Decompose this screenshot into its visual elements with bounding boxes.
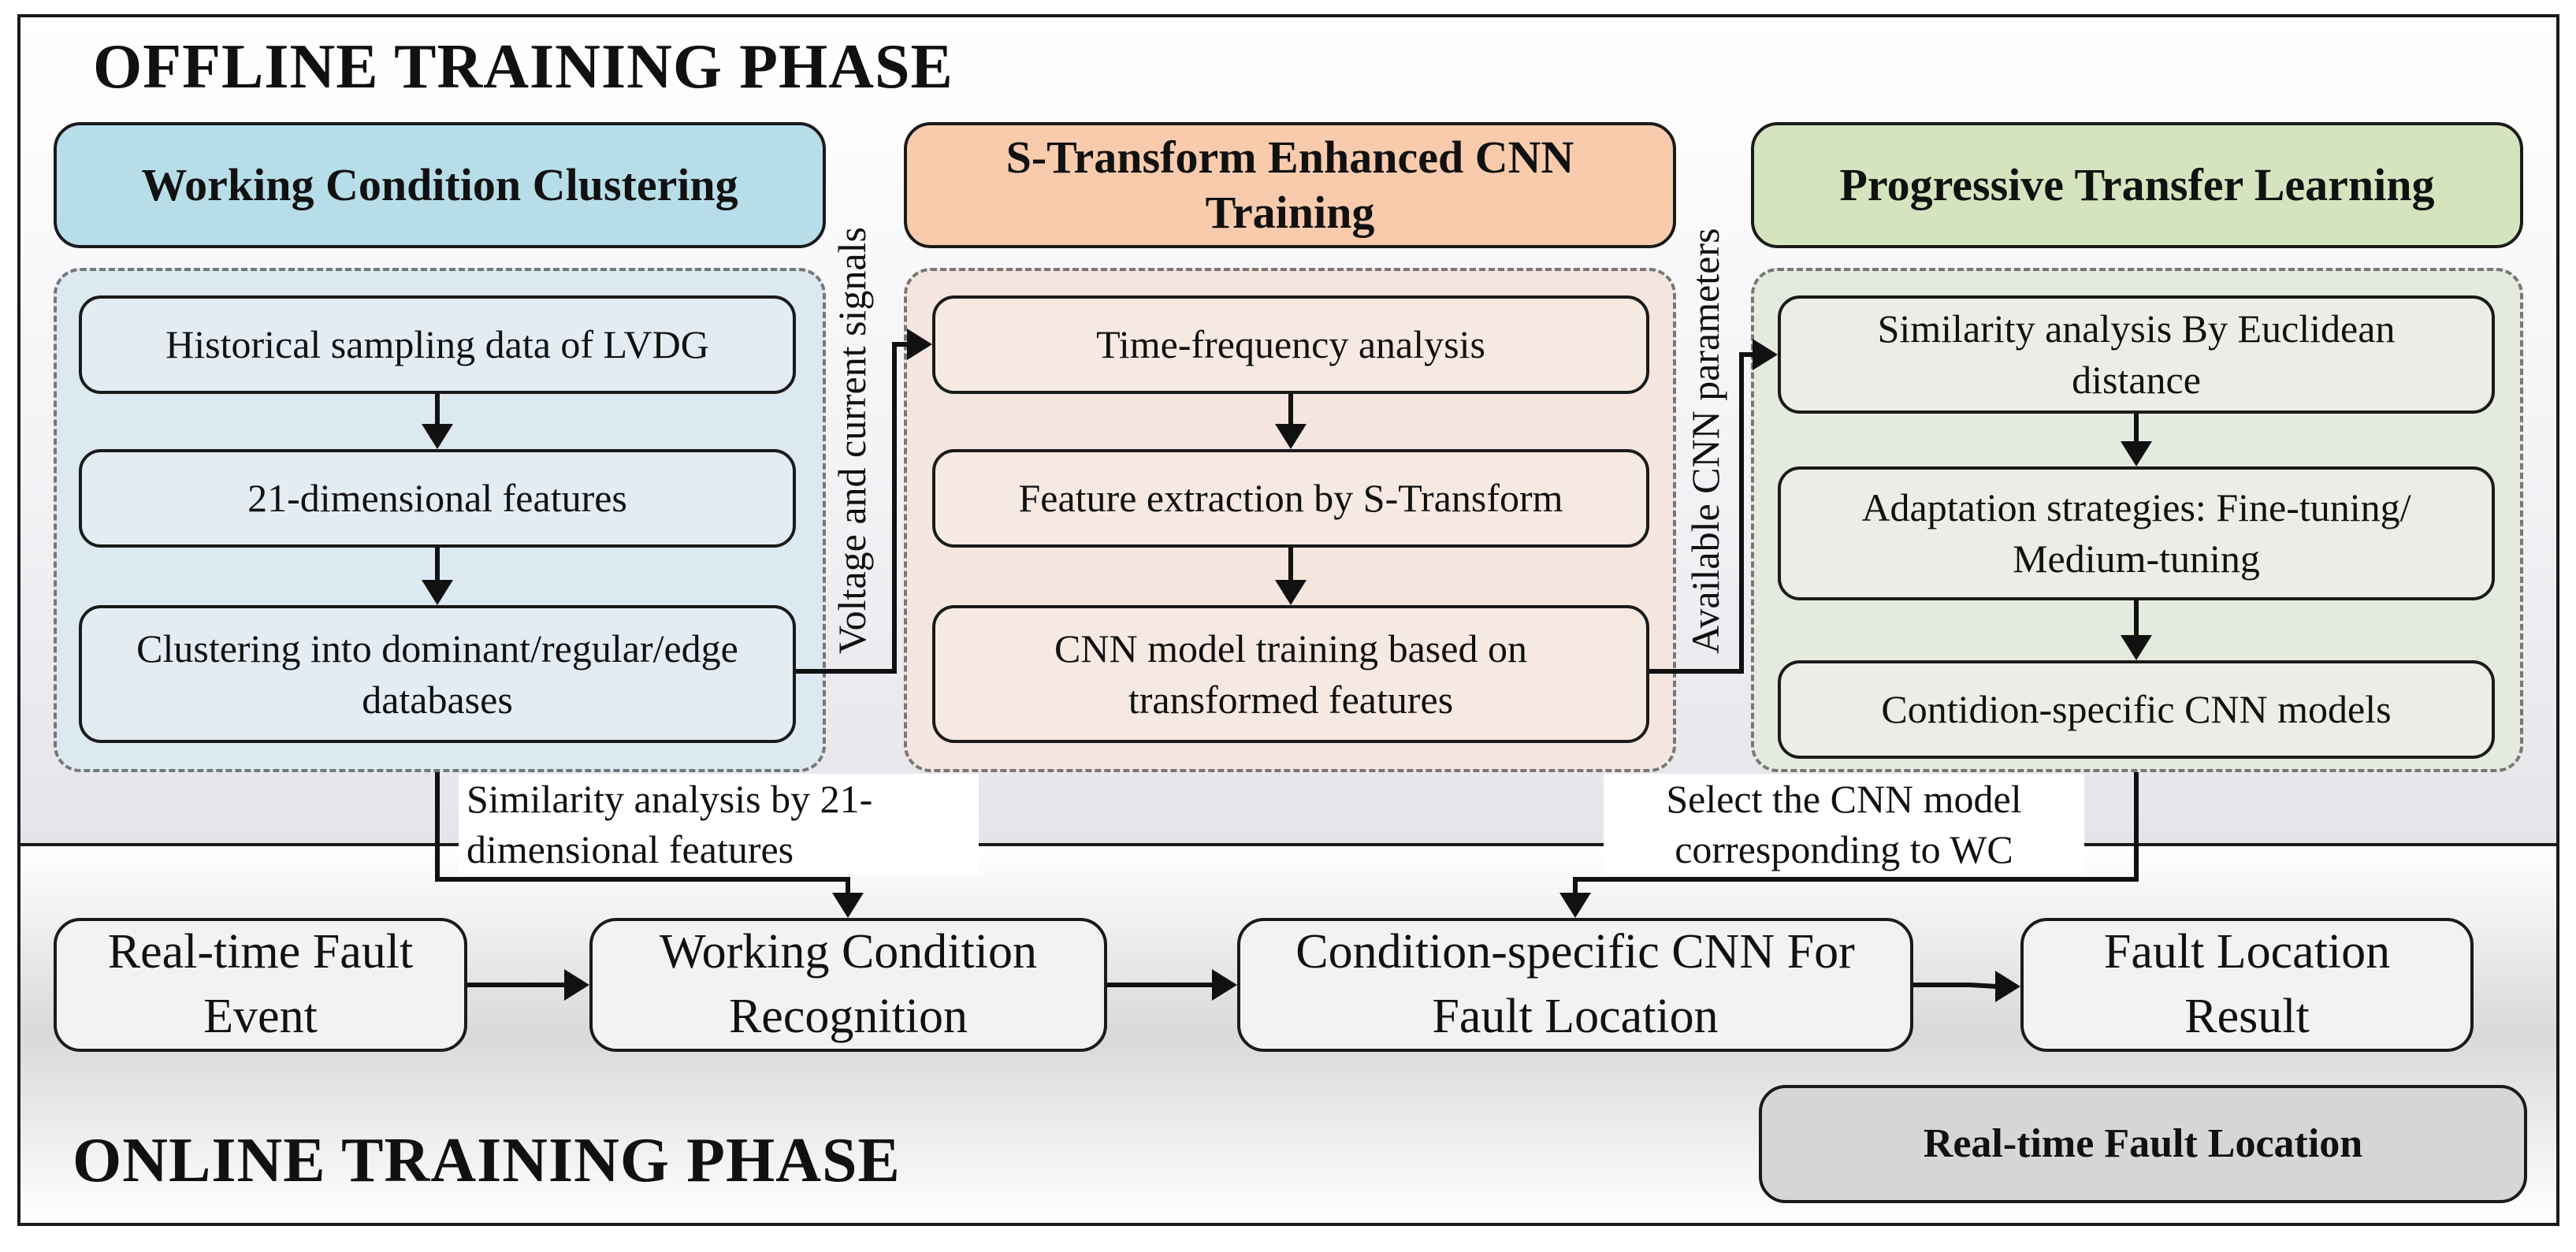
clustering-header-label: Working Condition Clustering (141, 159, 738, 211)
similarity-connector-text: Similarity analysis by 21-dimensional fe… (467, 777, 873, 871)
arrow-head (1559, 893, 1591, 918)
arrow-head (2121, 441, 2152, 466)
arrow-head (1275, 580, 1307, 605)
clustering-header: Working Condition Clustering (54, 122, 826, 248)
cnn-step-model-training: CNN model training based on transformed … (932, 605, 1649, 743)
arrow-head (832, 893, 864, 918)
select-connector-label: Select the CNN model corresponding to WC (1604, 774, 2084, 875)
step-label: Fault Location Result (2103, 925, 2391, 1043)
step-label: Working Condition Recognition (660, 925, 1037, 1043)
arrow-head (1753, 339, 1778, 370)
transfer-step-adaptation: Adaptation strategies: Fine-tuning/ Medi… (1778, 466, 2495, 600)
step-label: Feature extraction by S-Transform (1018, 476, 1563, 520)
step-label: 21-dimensional features (247, 476, 627, 520)
transfer-learning-header: Progressive Transfer Learning (1751, 122, 2523, 248)
step-label: Clustering into dominant/regular/edge da… (136, 626, 738, 722)
step-label: Contidion-specific CNN models (1881, 687, 2392, 731)
working-condition-recognition-box: Working Condition Recognition (589, 918, 1107, 1052)
cnn-training-header-label: S-Transform Enhanced CNN Training (1005, 132, 1574, 238)
signals-link-line (796, 342, 909, 674)
clustering-step-databases: Clustering into dominant/regular/edge da… (79, 605, 796, 743)
arrow-head (1275, 424, 1307, 449)
select-connector-text: Select the CNN model corresponding to WC (1666, 777, 2022, 871)
arrow-head (907, 329, 932, 360)
step-label: Historical sampling data of LVDG (165, 322, 709, 366)
arrow-head (422, 580, 453, 605)
fault-location-result-box: Fault Location Result (2020, 918, 2474, 1052)
select-connector-line (1573, 772, 2139, 894)
arrow-head (1995, 971, 2020, 1002)
step-label: Similarity analysis By Euclidean distanc… (1877, 306, 2396, 402)
legend-realtime-fault-location: Real-time Fault Location (1759, 1085, 2527, 1203)
step-label: Condition-specific CNN For Fault Locatio… (1295, 925, 1855, 1043)
cnn-step-time-frequency: Time-frequency analysis (932, 295, 1649, 394)
transfer-learning-header-label: Progressive Transfer Learning (1839, 159, 2435, 211)
online-phase-title: ONLINE TRAINING PHASE (72, 1126, 901, 1195)
arrow-head (422, 424, 453, 449)
parameters-link-line (1649, 352, 1754, 674)
cnn-step-feature-extraction: Feature extraction by S-Transform (932, 449, 1649, 548)
similarity-connector-line (435, 772, 850, 894)
transfer-step-similarity: Similarity analysis By Euclidean distanc… (1778, 295, 2495, 414)
arrow-head (564, 969, 589, 1001)
realtime-fault-event-box: Real-time Fault Event (54, 918, 467, 1052)
transfer-step-models: Contidion-specific CNN models (1778, 660, 2495, 759)
arrow-head (1212, 969, 1237, 1001)
phase-divider (17, 843, 2559, 846)
clustering-step-historical-data: Historical sampling data of LVDG (79, 295, 796, 394)
similarity-connector-label: Similarity analysis by 21-dimensional fe… (459, 774, 979, 875)
condition-specific-cnn-box: Condition-specific CNN For Fault Locatio… (1237, 918, 1913, 1052)
step-label: Time-frequency analysis (1096, 322, 1485, 366)
step-label: Adaptation strategies: Fine-tuning/ Medi… (1861, 485, 2411, 581)
arrow-head (2121, 635, 2152, 660)
step-label: Real-time Fault Event (107, 925, 414, 1043)
offline-phase-title: OFFLINE TRAINING PHASE (93, 32, 953, 102)
legend-label: Real-time Fault Location (1923, 1120, 2363, 1166)
clustering-step-features: 21-dimensional features (79, 449, 796, 548)
online-arrow-line (1913, 983, 1998, 989)
cnn-training-header: S-Transform Enhanced CNN Training (904, 122, 1676, 248)
step-label: CNN model training based on transformed … (1054, 626, 1527, 722)
